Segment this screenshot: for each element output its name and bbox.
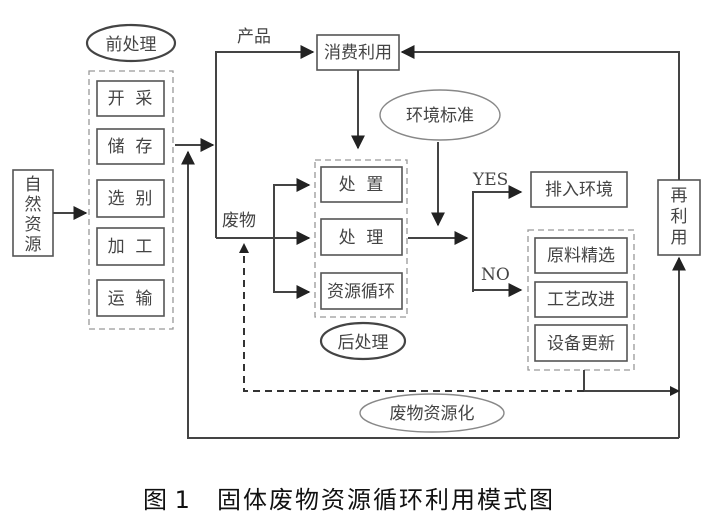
improvement-label: 设备更新 [547, 334, 615, 354]
arrow-waste-to-recycling [273, 238, 311, 299]
preprocess-step-label: 储 存 [108, 137, 153, 157]
reuse-char-2: 利 [671, 207, 688, 227]
natural-resource-char-1: 自 [25, 175, 42, 195]
improvement-label: 原料精选 [547, 246, 615, 266]
postprocess-step-label: 资源循环 [327, 282, 395, 302]
preprocess-group [88, 70, 174, 330]
discharge-box [530, 171, 628, 208]
dashed-waste-resource-loop [243, 247, 584, 392]
env-standard-ellipse [379, 89, 501, 141]
arrow-product-to-consumption [215, 45, 315, 238]
waste-resource-ellipse [359, 393, 505, 433]
consumption-box [316, 34, 400, 71]
figure-caption: 固体废物资源循环利用模式图 [217, 486, 555, 514]
preprocess-step-label: 选 别 [108, 189, 153, 209]
reuse-box [657, 179, 701, 256]
arrow-reuse-to-consumption [400, 45, 680, 180]
waste-label: 废物 [222, 211, 256, 231]
consumption-label: 消费利用 [324, 43, 392, 63]
postprocess-step-treatment [320, 218, 403, 256]
arrow-yes-branch [472, 185, 523, 292]
natural-resource-char-2: 然 [25, 195, 42, 215]
postprocess-step-label: 处 置 [339, 175, 384, 195]
arrowhead-right [670, 386, 680, 396]
preprocess-ellipse [85, 23, 177, 63]
figure-number: 图 1 [143, 486, 190, 514]
postprocess-step-label: 处 理 [339, 228, 384, 248]
preprocess-step-transport [96, 279, 165, 317]
preprocess-step-processing [96, 227, 165, 266]
preprocess-title: 前处理 [106, 35, 157, 55]
improvement-label: 工艺改进 [547, 290, 615, 310]
yes-label: YES [472, 170, 508, 190]
preprocess-step-sorting [96, 179, 165, 218]
discharge-label: 排入环境 [545, 180, 613, 200]
waste-resource-label: 废物资源化 [390, 404, 475, 424]
arrow-bottom-loop [181, 150, 679, 439]
no-label: NO [481, 265, 510, 285]
arrow-waste-to-disposal [273, 178, 311, 238]
reuse-char-1: 再 [671, 186, 688, 206]
improvement-process [534, 281, 628, 318]
preprocess-step-label: 加 工 [108, 237, 153, 257]
preprocess-step-mining [96, 80, 165, 117]
env-standard-label: 环境标准 [406, 106, 474, 126]
preprocess-step-storage [96, 128, 165, 165]
reuse-char-3: 用 [671, 228, 688, 248]
natural-resource-char-3: 资 [25, 215, 42, 235]
preprocess-step-label: 开 采 [108, 89, 153, 109]
postprocess-step-disposal [320, 166, 403, 203]
improvement-equipment [534, 324, 628, 362]
improvements-group [527, 229, 635, 371]
postprocess-step-recycling [320, 272, 403, 310]
dashed-arrowhead [239, 243, 249, 253]
improvement-raw-material [534, 237, 628, 274]
preprocess-step-label: 运 输 [108, 289, 153, 309]
postprocess-group [314, 159, 408, 318]
product-label: 产品 [237, 27, 271, 47]
postprocess-ellipse [319, 321, 407, 361]
natural-resource-box [12, 169, 54, 257]
natural-resource-char-4: 源 [25, 235, 42, 255]
postprocess-title: 后处理 [338, 333, 389, 353]
